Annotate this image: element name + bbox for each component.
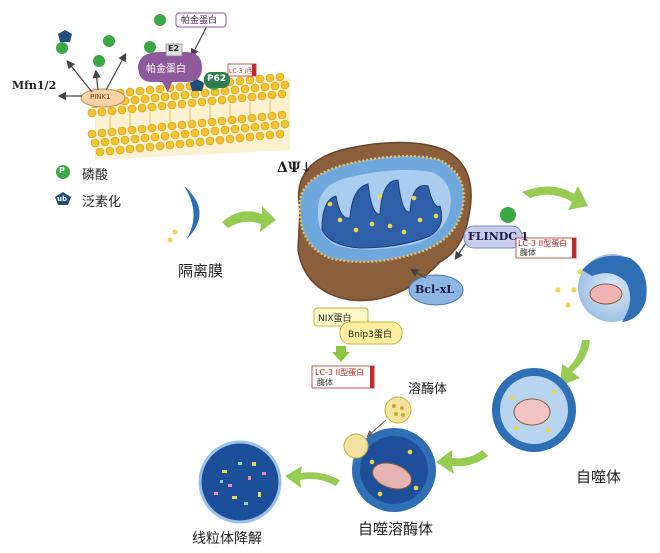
flow-arrows [222, 186, 590, 488]
p62-protein [204, 72, 230, 88]
e2-label: E2 [168, 44, 180, 53]
degradation-label: 线粒体降解 [192, 531, 262, 547]
parkin-tag-box [175, 12, 227, 28]
bcl-xl-label: Bcl-xL [415, 283, 455, 296]
mfn-label: Mfn1/2 [12, 79, 57, 92]
lc3-bottom-sub: 酶体 [317, 378, 333, 387]
degraded-mitochondrion [198, 440, 282, 524]
lc3-right-sub: 酶体 [520, 248, 536, 257]
nix-label: NIX蛋白 [318, 314, 352, 324]
ubiquitin-icon [58, 30, 72, 42]
pink1-label: PINK1 [90, 93, 111, 101]
lysosome [384, 396, 412, 424]
autophagosome-label: 自噬体 [576, 468, 622, 486]
p62-label: P62 [207, 74, 227, 84]
legend-phosphate-label: 磷酸 [82, 168, 109, 183]
bcl-xl-protein [408, 274, 464, 306]
forming-autophagosome [555, 254, 647, 322]
bnip3-protein-box [339, 321, 403, 345]
phosphate-icon [154, 14, 166, 26]
legend-phosphate-symbol: P [59, 166, 65, 175]
legend-ubiquitin-symbol: ub [57, 195, 67, 203]
phosphate-icon [144, 41, 156, 53]
flindc1-protein [463, 225, 523, 249]
mitochondrion [297, 141, 472, 302]
legend-ubiquitin-label: 泛素化 [82, 195, 122, 210]
membrane-potential-label: ΔΨ↓ [277, 160, 313, 176]
parkin-protein [138, 52, 202, 92]
autophagosome [492, 368, 576, 452]
legend-ubiquitin-icon [55, 192, 71, 205]
lysosome-label: 溶酶体 [408, 382, 448, 397]
flindc-phosphate-icon [500, 207, 516, 223]
lc3-bottom-label: LC-3 II型蛋白 [315, 368, 365, 377]
parkin-tag-label: 帕金蛋白 [181, 16, 218, 26]
pink1-protein [80, 88, 126, 108]
parkin-blob-label: 帕金蛋白 [146, 64, 186, 75]
autolysosome-label: 自噬溶酶体 [358, 520, 434, 538]
lc3-right-label: LC-3 II型蛋白 [518, 239, 568, 248]
phagophore-label: 隔离膜 [178, 262, 224, 280]
autolysosome [343, 428, 436, 512]
phosphate-icon [93, 55, 105, 67]
flindc1-label: FLINDC 1 [468, 230, 529, 243]
lipid-bilayer [87, 72, 290, 160]
phosphate-icon [103, 35, 115, 47]
down-arrow-icon [332, 346, 350, 362]
ubiquitin-icon [190, 79, 204, 91]
e2-box [165, 43, 183, 57]
legend-phosphate-icon [56, 165, 70, 179]
phagophore-membrane [184, 186, 200, 240]
phosphate-icon [56, 42, 68, 54]
lc3-small-label: LC-3 II型 [229, 68, 254, 75]
pink1-arrows [57, 23, 209, 101]
bnip3-label: Bnip3蛋白 [348, 330, 392, 340]
